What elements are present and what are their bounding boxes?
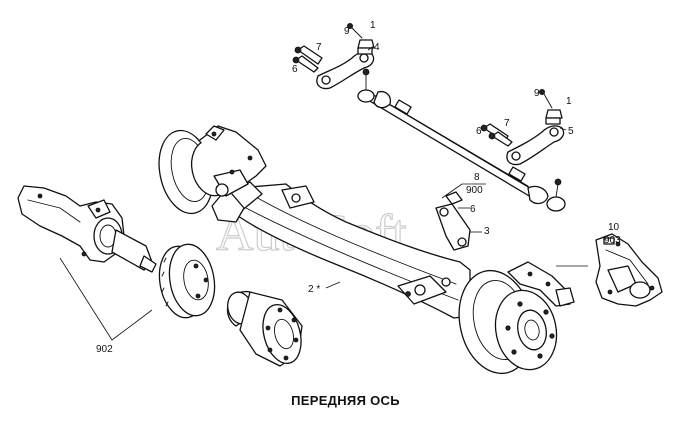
callout-6-lower: 6 <box>470 204 476 215</box>
callout-1-right: 1 <box>566 96 572 107</box>
right-mounted-hub <box>458 261 575 375</box>
callout-900: 900 <box>466 185 483 196</box>
exploded-brake-disc <box>158 243 216 319</box>
callout-3: 3 <box>484 226 490 237</box>
callout-7-top: 7 <box>316 42 322 53</box>
callout-7-mid: 7 <box>504 118 510 129</box>
exploded-brake-caliper <box>595 233 663 307</box>
callout-6-mid: 6 <box>476 126 482 137</box>
callout-4: 4 <box>374 42 380 53</box>
callout-labels: 1 9 4 7 6 9 1 5 7 6 8 900 6 3 10 903 2 *… <box>96 20 621 355</box>
callout-1-top: 1 <box>370 20 376 31</box>
callout-6-top: 6 <box>292 64 298 75</box>
left-mounted-hub <box>158 125 267 223</box>
leader-lines <box>59 45 588 341</box>
steering-arm-upper <box>292 22 375 90</box>
axle-beam <box>225 181 471 319</box>
steering-arm-right <box>480 89 565 166</box>
callout-2: 2 * <box>308 284 320 295</box>
exploded-wheel-hub <box>226 290 303 367</box>
callout-5: 5 <box>568 126 574 137</box>
callout-9-right: 9 <box>534 88 540 99</box>
exploded-knuckle <box>17 185 157 273</box>
diagram-title: ПЕРЕДНЯЯ ОСЬ <box>291 393 400 408</box>
callout-9-top: 9 <box>344 26 350 37</box>
tie-rod-assembly <box>357 68 566 212</box>
callout-902: 902 <box>96 344 113 355</box>
callout-10: 10 <box>608 222 620 233</box>
stabilizer-link <box>435 191 471 251</box>
callout-903: 903 <box>604 235 621 246</box>
callout-8: 8 <box>474 172 480 183</box>
